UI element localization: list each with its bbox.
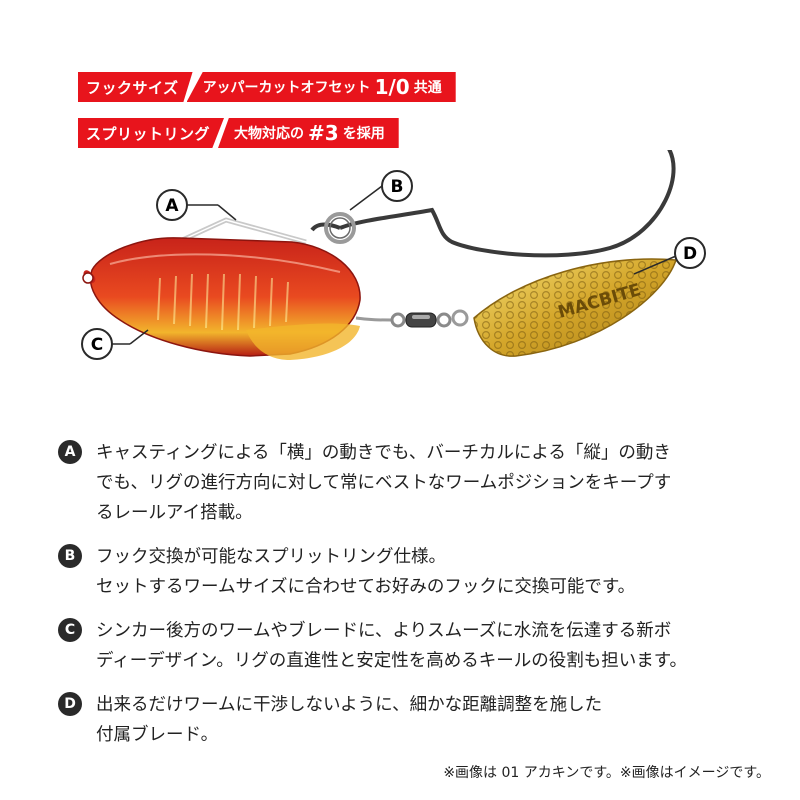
hook bbox=[339, 150, 676, 258]
feature-line: シンカー後方のワームやブレードに、よりスムーズに水流を伝達する新ボ bbox=[96, 621, 672, 641]
footnote: ※画像は 01 アカキンです。※画像はイメージです。 bbox=[443, 765, 770, 781]
feature-badge: A bbox=[58, 440, 82, 464]
feature-line: るレールアイ搭載。 bbox=[96, 503, 253, 523]
spec-value-big: #3 bbox=[308, 121, 339, 145]
spec-row-hook-size: フックサイズ アッパーカットオフセット 1/0 共通 bbox=[78, 72, 456, 102]
feature-badge: B bbox=[58, 544, 82, 568]
feature-line: でも、リグの進行方向に対して常にベストなワームポジションをキープす bbox=[96, 473, 672, 493]
feature-line: 出来るだけワームに干渉しないように、細かな距離調整を施した bbox=[96, 695, 603, 715]
callout-d bbox=[674, 237, 706, 269]
feature-line: セットするワームサイズに合わせてお好みのフックに交換可能です。 bbox=[96, 577, 636, 597]
feature-line: キャスティングによる「横」の動きでも、バーチカルによる「縦」の動き bbox=[96, 443, 671, 463]
callout-b-letter: B bbox=[391, 177, 404, 197]
spec-tag: フックサイズ bbox=[78, 72, 193, 102]
feature-line: 付属ブレード。 bbox=[96, 725, 219, 745]
spec-value: アッパーカットオフセット 1/0 共通 bbox=[186, 72, 456, 102]
spec-value-suffix: 共通 bbox=[413, 80, 442, 96]
spec-tag: スプリットリング bbox=[78, 118, 225, 148]
callout-a bbox=[156, 189, 188, 221]
feature-item-b: B フック交換が可能なスプリットリング仕様。 セットするワームサイズに合わせてお… bbox=[58, 542, 778, 602]
spec-row-split-ring: スプリットリング 大物対応の #3 を採用 bbox=[78, 118, 399, 148]
callout-a-letter: A bbox=[165, 196, 179, 216]
spec-value-prefix: 大物対応の bbox=[234, 126, 305, 142]
feature-text: フック交換が可能なスプリットリング仕様。 セットするワームサイズに合わせてお好み… bbox=[96, 542, 635, 602]
feature-text: シンカー後方のワームやブレードに、よりスムーズに水流を伝達する新ボ ディーデザイ… bbox=[96, 616, 687, 676]
split-ring bbox=[324, 212, 356, 244]
callout-b bbox=[381, 170, 413, 202]
feature-line: ディーデザイン。リグの直進性と安定性を高めるキールの役割も担います。 bbox=[96, 651, 687, 671]
spec-value-big: 1/0 bbox=[374, 75, 410, 99]
feature-item-d: D 出来るだけワームに干渉しないように、細かな距離調整を施した 付属ブレード。 bbox=[58, 690, 778, 750]
feature-text: 出来るだけワームに干渉しないように、細かな距離調整を施した 付属ブレード。 bbox=[96, 690, 602, 750]
feature-item-c: C シンカー後方のワームやブレードに、よりスムーズに水流を伝達する新ボ ディーデ… bbox=[58, 616, 778, 676]
feature-text: キャスティングによる「横」の動きでも、バーチカルによる「縦」の動き でも、リグの… bbox=[96, 438, 671, 528]
spec-value-suffix: を採用 bbox=[342, 126, 385, 142]
callout-c-letter: C bbox=[91, 335, 103, 355]
swivel-wire bbox=[355, 316, 393, 322]
feature-item-a: A キャスティングによる「横」の動きでも、バーチカルによる「縦」の動き でも、リ… bbox=[58, 438, 778, 528]
feature-list: A キャスティングによる「横」の動きでも、バーチカルによる「縦」の動き でも、リ… bbox=[58, 438, 778, 764]
lure-diagram: MACBITE A B C D bbox=[81, 150, 706, 360]
callout-c bbox=[81, 328, 113, 360]
spec-value: 大物対応の #3 を採用 bbox=[218, 118, 399, 148]
feature-badge: C bbox=[58, 618, 82, 642]
feature-badge: D bbox=[58, 692, 82, 716]
spec-value-prefix: アッパーカットオフセット bbox=[202, 80, 371, 96]
feature-line: フック交換が可能なスプリットリング仕様。 bbox=[96, 547, 446, 567]
callout-d-letter: D bbox=[683, 244, 697, 264]
